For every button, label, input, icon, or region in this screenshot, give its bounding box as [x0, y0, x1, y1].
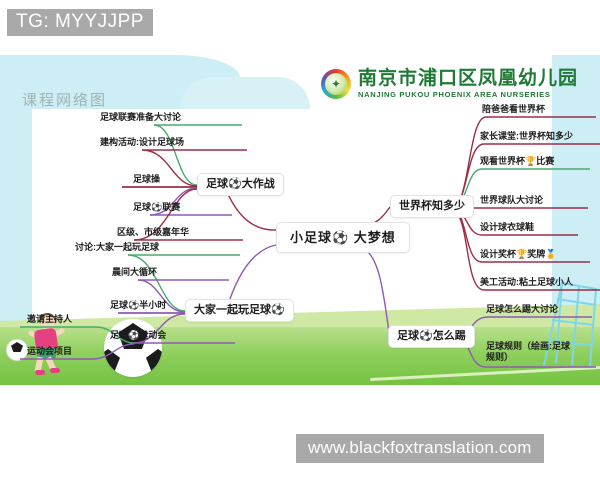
mindmap-leaf[interactable]: 观看世界杯🏆比赛 [480, 156, 555, 166]
mindmap: 小足球⚽ 大梦想 足球⚽大作战 大家一起玩足球⚽ 世界杯知多少 足球⚽怎么踢 足… [0, 55, 600, 385]
phoenix-logo-inner: ✦ [324, 73, 347, 95]
mindmap-leaf[interactable]: 足球规则（绘画:足球规则） [486, 341, 570, 363]
mindmap-leaf[interactable]: 设计奖杯🏆奖牌🏅 [480, 249, 557, 259]
mindmap-leaf[interactable]: 家长课堂:世界杯知多少 [480, 131, 573, 141]
mindmap-center-node[interactable]: 小足球⚽ 大梦想 [276, 222, 410, 253]
brand-lockup: ✦ 南京市浦口区凤凰幼儿园 NANJING PUKOU PHOENIX AREA… [320, 69, 578, 99]
poster-card: 课程网络图 ✦ 南京市浦口区凤凰幼儿园 NANJING PUKOU PHOENI… [0, 55, 600, 385]
mindmap-branch-play-together[interactable]: 大家一起玩足球⚽ [185, 299, 294, 322]
mindmap-leaf[interactable]: 足球⚽运动会 [110, 330, 167, 340]
phoenix-logo-icon: ✦ [320, 69, 351, 99]
mindmap-leaf[interactable]: 区级、市级嘉年华 [117, 227, 190, 237]
mindmap-leaf[interactable]: 建构活动:设计足球场 [100, 137, 184, 147]
goal-net-icon [543, 281, 598, 367]
telegram-watermark: TG: MYYJJPP [7, 9, 153, 36]
mindmap-leaf[interactable]: 足球⚽半小时 [110, 300, 167, 310]
mindmap-leaf[interactable]: 足球怎么踢大讨论 [486, 304, 559, 314]
hill-shape-secondary [180, 77, 310, 109]
mindmap-leaf[interactable]: 讨论:大家一起玩足球 [75, 242, 159, 252]
grass-field [0, 327, 600, 385]
mindmap-leaf[interactable]: 足球操 [133, 174, 161, 184]
mindmap-leaf[interactable]: 世界球队大讨论 [480, 195, 544, 205]
mindmap-branch-world-cup[interactable]: 世界杯知多少 [390, 195, 474, 218]
mindmap-leaf[interactable]: 足球⚽联赛 [133, 202, 181, 212]
brand-text: 南京市浦口区凤凰幼儿园 NANJING PUKOU PHOENIX AREA N… [358, 69, 578, 99]
mindmap-leaf[interactable]: 美工活动:粘土足球小人 [480, 277, 573, 287]
mindmap-leaf[interactable]: 晨间大循环 [112, 267, 158, 277]
mindmap-leaf[interactable]: 设计球衣球鞋 [480, 222, 535, 232]
brand-name-en: NANJING PUKOU PHOENIX AREA NURSERIES [357, 90, 551, 100]
site-watermark: www.blackfoxtranslation.com [296, 434, 544, 463]
mindmap-leaf[interactable]: 邀请主持人 [27, 314, 73, 324]
page-title: 课程网络图 [22, 93, 108, 109]
mindmap-leaf[interactable]: 运动会项目 [27, 346, 73, 356]
child-player-icon [26, 313, 70, 375]
brand-name-cn: 南京市浦口区凤凰幼儿园 [357, 68, 578, 90]
mindmap-branch-how-to-play[interactable]: 足球⚽怎么踢 [388, 325, 475, 348]
mindmap-leaf[interactable]: 足球联赛准备大讨论 [100, 112, 182, 122]
mindmap-leaf[interactable]: 陪爸爸看世界杯 [482, 104, 546, 114]
soccer-ball-small-icon [6, 339, 28, 361]
mindmap-branch-football-battle[interactable]: 足球⚽大作战 [197, 173, 284, 196]
